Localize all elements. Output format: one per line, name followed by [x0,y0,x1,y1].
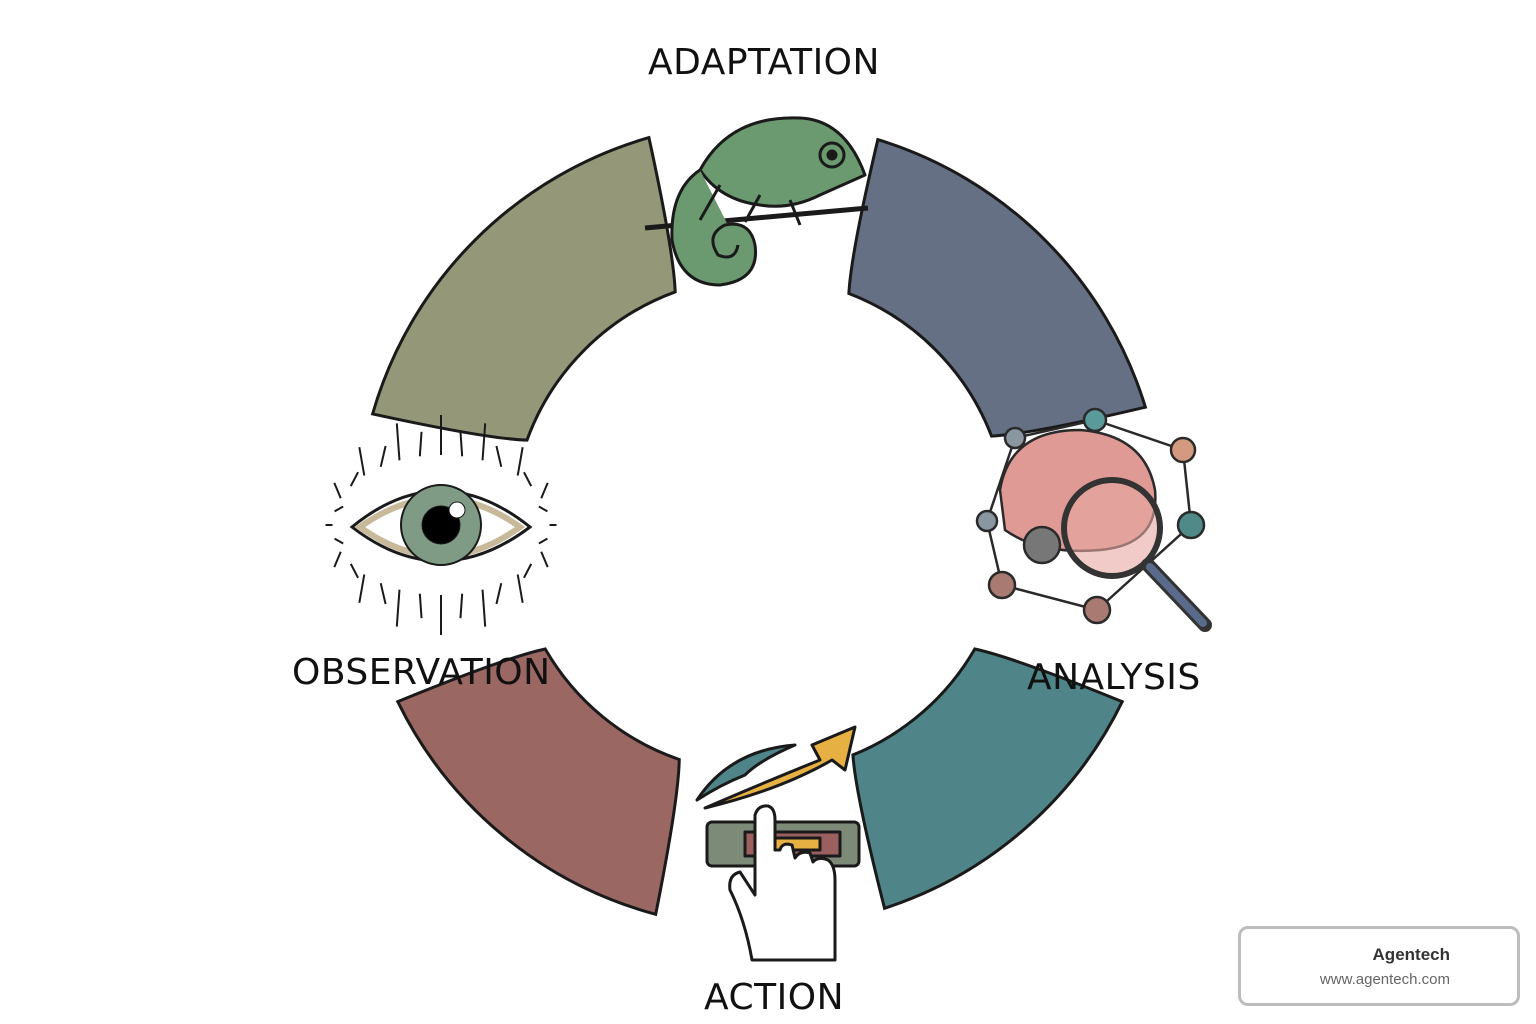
eye-ray [358,574,366,603]
eye-ray [334,505,344,513]
chameleon-icon [644,116,869,287]
eye-ray [349,471,359,487]
brand-name: Agentech [1372,945,1450,964]
eye-ray [418,593,423,619]
eye-ray [459,593,464,619]
segment-bottom-right [851,647,1125,911]
eye-ray [333,482,342,499]
stage-label-action: ACTION [704,977,845,1018]
stage-label-observation: OBSERVATION [292,652,551,693]
segment-top-left [370,135,677,442]
eye-ray [395,589,401,627]
eye-ray [349,563,359,579]
eye-ray [418,431,423,457]
eye-ray [333,551,342,568]
brand-watermark: Agentech www.agentech.com [1238,926,1520,1006]
eye-icon [325,415,557,635]
stage-label-analysis: ANALYSIS [1027,657,1201,698]
eye-ray [523,471,533,487]
eye-ray [379,582,387,605]
stage-label-adaptation: ADAPTATION [648,42,880,83]
eye-ray [540,482,549,499]
eye-ray [358,447,366,476]
eye-ray [459,431,464,457]
eye-ray [395,423,401,461]
eye-ray [379,445,387,468]
eye-ray [523,563,533,579]
eye-ray [495,582,503,605]
brain-magnifier-network-icon [975,407,1212,632]
brand-url: www.agentech.com [1319,971,1450,988]
eye-ray [538,537,548,545]
eye-ray [481,423,487,461]
segment-top-right [847,137,1148,438]
segment-bottom-left [395,647,681,917]
eye-ray [540,551,549,568]
eye-ray [516,447,524,476]
hand-pressing-button-icon [695,725,861,962]
eye-ray [334,537,344,545]
eye-ray [538,505,548,513]
eye-ray [481,589,487,627]
eye-ray [516,574,524,603]
eye-ray [495,445,503,468]
